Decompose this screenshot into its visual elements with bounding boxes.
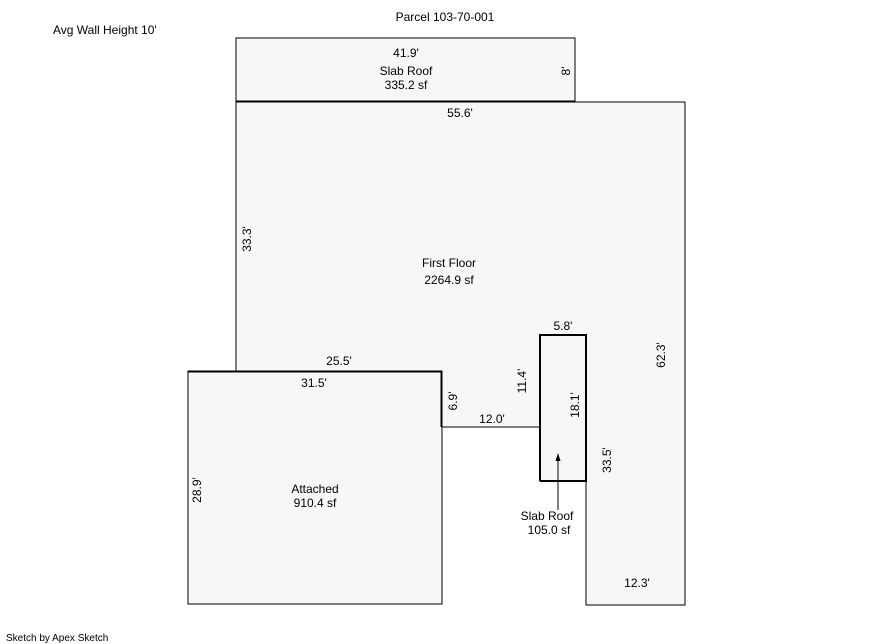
dim-floor-left: 33.3' [240,226,254,252]
dim-notch-bottom: 12.0' [479,412,505,426]
dim-floor-top: 55.6' [447,106,473,120]
sketch-credit: Sketch by Apex Sketch [6,633,108,644]
attached-sf: 910.4 sf [294,496,337,510]
slab-roof-small-area [539,334,587,482]
dim-leg-left: 33.5' [600,447,614,473]
first-floor-name: First Floor [422,256,476,270]
dim-slab-small-top: 5.8' [554,319,573,333]
attached-name: Attached [291,482,338,496]
slab-small-outline [539,334,587,482]
pointer-arrowhead-icon [555,453,561,461]
slab-roof-small-sf: 105.0 sf [528,523,571,537]
dim-notch-side: 6.9' [446,392,460,411]
dim-top-slab-depth: 8' [559,67,573,76]
slab-roof-top-area [235,37,576,103]
dim-attached-top: 31.5' [301,376,327,390]
first-floor-sf: 2264.9 sf [424,273,474,287]
dim-floor-right: 62.3' [654,342,668,368]
dim-notch-top: 25.5' [326,354,352,368]
wall-height-note: Avg Wall Height 10' [53,23,157,37]
attached-area [187,370,443,605]
parcel-title: Parcel 103-70-001 [396,10,495,24]
dim-slab-small-left: 11.4' [515,369,529,394]
dim-leg-bottom: 12.3' [624,576,650,590]
slab-roof-small-name: Slab Roof [521,509,574,523]
slab-roof-top-sf: 335.2 sf [385,78,428,92]
dim-attached-left: 28.9' [190,477,204,503]
slab-roof-top-name: Slab Roof [380,64,433,78]
dim-slab-small-right: 18.1' [568,392,582,418]
dim-top-slab-width: 41.9' [393,46,419,60]
